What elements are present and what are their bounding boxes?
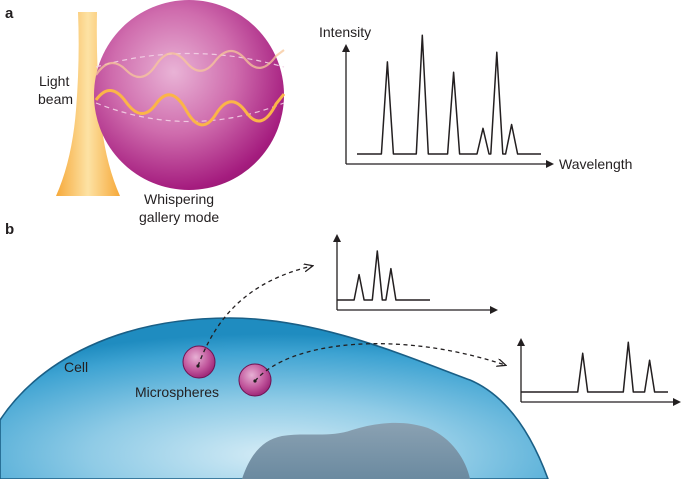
chart-a-y-arrowhead [342, 44, 350, 52]
chart-b2-y-arrowhead [517, 338, 525, 346]
panel-b-label: b [5, 221, 14, 238]
resonator-sphere [94, 0, 284, 190]
microsphere-left [182, 345, 216, 379]
mode-label-line1: Whispering [144, 191, 214, 207]
signal-arrow-right [254, 343, 505, 382]
intensity-axis-label: Intensity [319, 24, 371, 40]
chart-b1-y-arrowhead [333, 234, 341, 242]
sphere-equator-back [95, 52, 285, 68]
cell-nucleus [242, 422, 470, 479]
light-beam-label-line1: Light [39, 73, 69, 89]
whispering-wave-front [94, 89, 286, 127]
chart-a-spectrum-line [357, 34, 541, 155]
chart-b2-x-arrowhead [673, 398, 681, 406]
signal-arrow-top [197, 266, 312, 367]
wavelength-axis-label: Wavelength [559, 156, 632, 172]
chart-a-x-arrowhead [546, 160, 554, 168]
chart-b1-x-arrowhead [490, 306, 498, 314]
microspheres-label: Microspheres [135, 384, 219, 400]
chart-b2-spectrum-line [521, 341, 668, 393]
light-beam-label-line2: beam [38, 91, 73, 107]
light-beam [56, 12, 120, 196]
mode-label-line2: gallery mode [139, 209, 219, 225]
whispering-wave-back [95, 49, 285, 78]
cell-label: Cell [64, 359, 88, 375]
panel-a-label: a [5, 5, 14, 22]
chart-b1-spectrum-line [337, 250, 430, 301]
